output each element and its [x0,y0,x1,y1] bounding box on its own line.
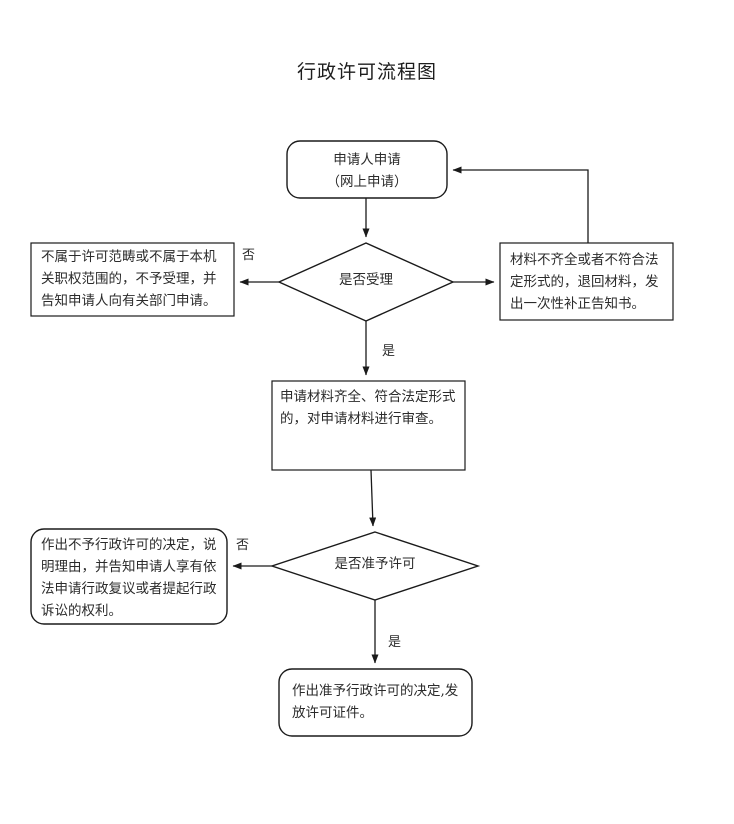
node-materials-incomplete-label: 材料不齐全或者不符合法定形式的，退回材料，发出一次性补正告知书。 [510,252,659,312]
node-review-label: 申请材料齐全、符合法定形式的，对申请材料进行审查。 [280,389,456,427]
node-not-approved-label: 作出不予行政许可的决定，说明理由，并告知申请人享有依法申请行政复议或者提起行政诉… [41,537,217,619]
edge-label-approve-no: 否 [236,538,250,553]
edge-review-to-approve [369,469,377,527]
edge-label-approve-yes: 是 [388,635,402,650]
node-start-label: 申请人申请 （网上申请） [326,152,408,190]
node-approved-label: 作出准予行政许可的决定,发放许可证件。 [292,683,459,721]
node-decision-accept-label: 是否受理 [339,272,393,288]
node-not-approved-shape [30,528,228,625]
node-approved-shape [278,668,473,737]
page-title: 行政许可流程图 [296,61,437,83]
edge-label-accept-no: 否 [242,248,256,263]
edge-materials-incomplete-loop-to-start [452,166,589,243]
node-start-shape [286,140,448,199]
edge-label-accept-yes: 是 [382,344,396,359]
node-materials-incomplete-shape [499,242,674,321]
node-reject-not-in-scope-shape [30,242,235,317]
node-review-shape [271,380,466,471]
node-reject-not-in-scope-label: 不属于许可范畴或不属于本机关职权范围的，不予受理，并告知申请人向有关部门申请。 [41,249,217,309]
node-decision-approve-label: 是否准予许可 [334,556,416,572]
